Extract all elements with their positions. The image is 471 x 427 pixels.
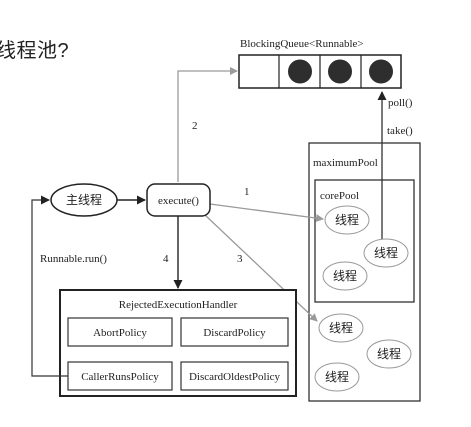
maximum-pool-box	[308, 142, 421, 402]
execute-label: execute()	[158, 195, 199, 207]
core-thread: 线程	[322, 261, 368, 291]
runnable-run-label: Runnable.run()	[40, 253, 107, 265]
policy-label: CallerRunsPolicy	[81, 371, 159, 383]
arrow-to-maximum-pool	[204, 214, 318, 322]
policy-label: DiscardPolicy	[203, 327, 266, 339]
blocking-queue	[238, 54, 402, 89]
thread-label: 线程	[329, 320, 353, 335]
thread-label: 线程	[335, 212, 359, 227]
core-thread: 线程	[324, 205, 370, 235]
thread-label: 线程	[333, 268, 357, 283]
queue-title: BlockingQueue<Runnable>	[240, 38, 364, 50]
caller-runs-policy: CallerRunsPolicy	[67, 361, 173, 391]
queued-task-icon	[288, 59, 312, 84]
core-pool-box	[314, 179, 415, 303]
discard-oldest-policy: DiscardOldestPolicy	[180, 361, 289, 391]
extra-thread: 线程	[366, 339, 412, 369]
poll-label: poll()	[388, 97, 413, 109]
maximum-pool-label: maximumPool	[313, 157, 378, 169]
thread-label: 线程	[374, 245, 398, 260]
main-thread-label: 主线程	[66, 192, 102, 207]
thread-label: 线程	[377, 346, 401, 361]
extra-thread: 线程	[314, 362, 360, 392]
arrow-to-queue	[177, 67, 238, 182]
execute-node: execute()	[146, 183, 211, 217]
queued-task-icon	[369, 59, 393, 84]
step-3-label: 3	[237, 253, 243, 265]
thread-label: 线程	[325, 369, 349, 384]
extra-thread: 线程	[318, 313, 364, 343]
policy-label: DiscardOldestPolicy	[189, 371, 281, 383]
abort-policy: AbortPolicy	[67, 317, 173, 347]
core-thread: 线程	[363, 238, 409, 268]
arrow-to-core-pool	[209, 203, 324, 223]
take-label: take()	[387, 125, 413, 137]
step-2-label: 2	[192, 120, 198, 132]
handler-title: RejectedExecutionHandler	[119, 299, 238, 311]
queued-task-icon	[328, 59, 352, 84]
core-pool-label: corePool	[320, 190, 359, 202]
page-heading: 线程池?	[0, 40, 70, 62]
step-1-label: 1	[244, 186, 250, 198]
policy-label: AbortPolicy	[93, 327, 147, 339]
main-thread-node: 主线程	[50, 183, 118, 217]
step-4-label: 4	[163, 253, 169, 265]
discard-policy: DiscardPolicy	[180, 317, 289, 347]
arrow-caller-runs-to-main	[31, 195, 68, 377]
